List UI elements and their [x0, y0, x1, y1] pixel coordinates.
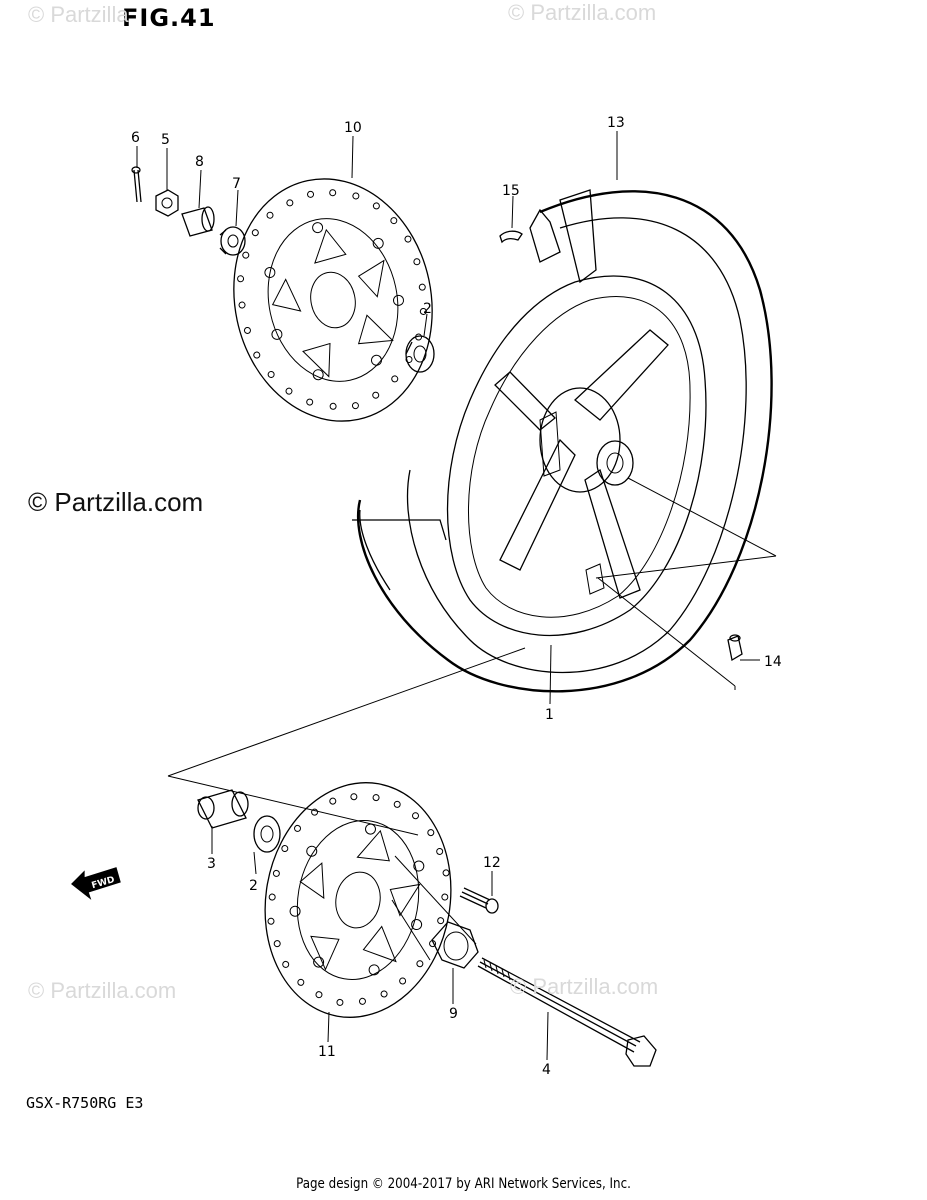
- disc-perforations: [237, 189, 427, 410]
- bearing-2-upper[interactable]: [405, 335, 435, 373]
- spacer-3[interactable]: [197, 789, 249, 829]
- watermark-bottom-right: © Partzilla.com: [510, 974, 659, 999]
- watermark-left: © Partzilla.com: [28, 487, 204, 517]
- figure-title: FIG.41: [122, 4, 216, 32]
- front-wheel[interactable]: [352, 189, 773, 693]
- callout-7: 7: [232, 176, 241, 192]
- lower-brake-disc[interactable]: [247, 768, 469, 1032]
- callout-11: 11: [318, 1044, 336, 1060]
- callout-14: 14: [764, 654, 782, 670]
- callout-5: 5: [161, 132, 170, 148]
- callout-labels: 6 5 8 7 10 2 13 15 14 1 3 2 12 9 11 4: [131, 115, 782, 1078]
- axle-nut-5[interactable]: [155, 189, 179, 217]
- callout-1: 1: [545, 707, 554, 723]
- watermark-top-left: © Partzilla: [28, 2, 129, 27]
- callout-3: 3: [207, 856, 216, 872]
- callout-9: 9: [449, 1006, 458, 1022]
- callout-8: 8: [195, 154, 204, 170]
- leader-lines: [136, 131, 777, 1061]
- cotter-pin-6[interactable]: [131, 166, 142, 203]
- page-footer: Page design © 2004-2017 by ARI Network S…: [296, 1176, 631, 1192]
- wheel-spokes: [494, 329, 669, 599]
- callout-2-lower: 2: [249, 878, 258, 894]
- callout-6: 6: [131, 130, 140, 146]
- speedometer-gearbox-9[interactable]: [431, 921, 479, 969]
- model-code: GSX-R750RG E3: [26, 1094, 144, 1112]
- balancer-15[interactable]: [499, 230, 523, 244]
- callout-13: 13: [607, 115, 625, 131]
- callout-4: 4: [542, 1062, 551, 1078]
- callout-12: 12: [483, 855, 501, 871]
- disc-bolts: [264, 222, 405, 381]
- front-axle-4[interactable]: [477, 957, 657, 1067]
- watermark-bottom-left: © Partzilla.com: [28, 978, 177, 1003]
- bearing-2-lower[interactable]: [253, 815, 281, 853]
- spacer-8[interactable]: [181, 206, 215, 237]
- callout-15: 15: [502, 183, 520, 199]
- callout-10: 10: [344, 120, 362, 136]
- forward-arrow: FWD: [71, 867, 121, 900]
- watermark-top-right: © Partzilla.com: [508, 0, 657, 25]
- valve-14[interactable]: [727, 634, 758, 662]
- upper-brake-disc[interactable]: [212, 160, 454, 439]
- callout-2-upper: 2: [423, 301, 432, 317]
- bolt-12[interactable]: [459, 887, 499, 914]
- wheel-hub: [539, 387, 634, 493]
- collar-7[interactable]: [219, 226, 246, 256]
